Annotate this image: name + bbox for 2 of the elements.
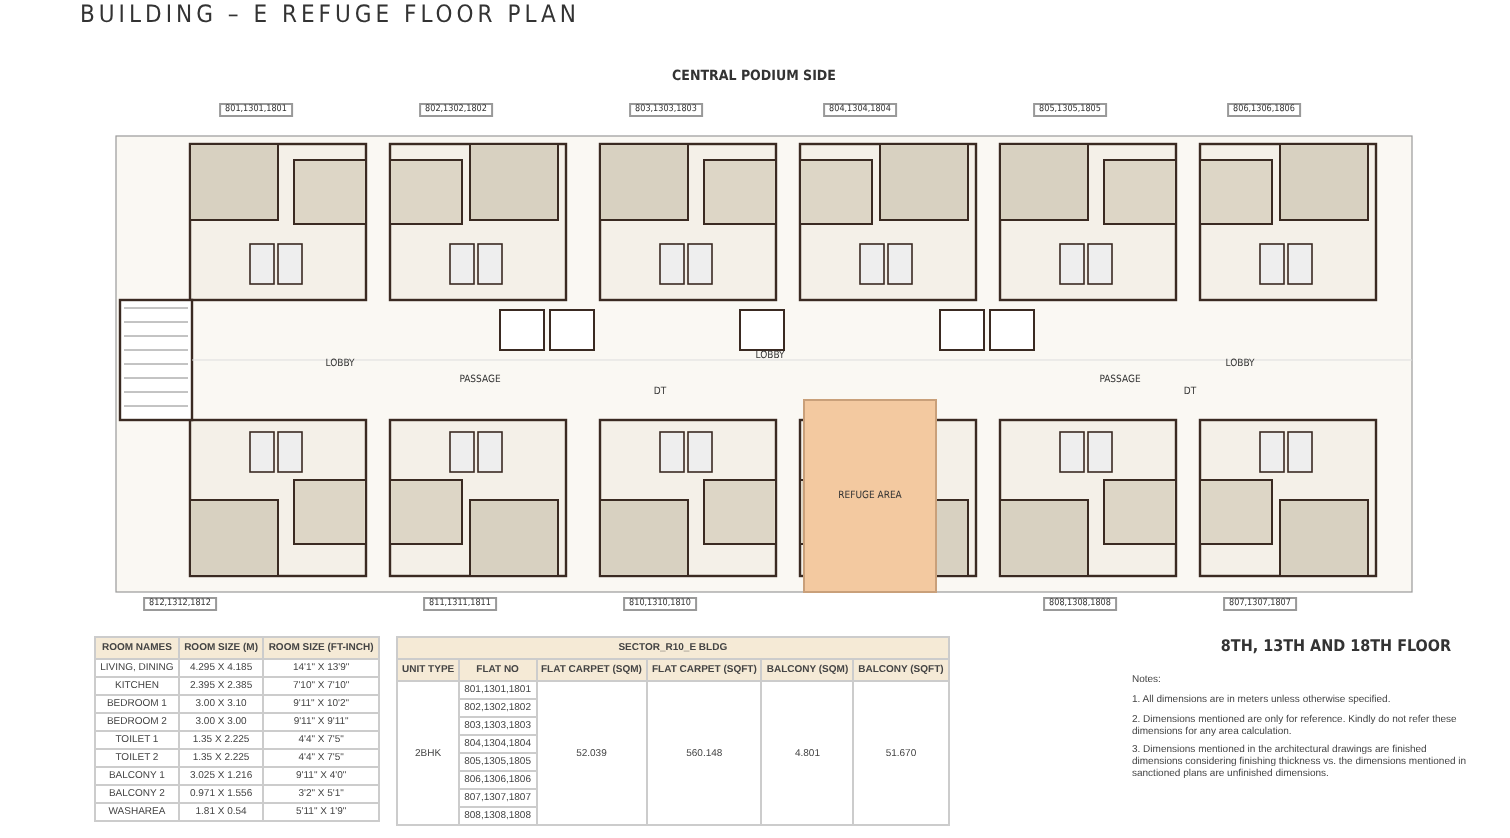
plan-title: BUILDING – E REFUGE FLOOR PLAN bbox=[80, 0, 580, 28]
floor-heading: 8TH, 13TH AND 18TH FLOOR bbox=[1220, 637, 1452, 655]
